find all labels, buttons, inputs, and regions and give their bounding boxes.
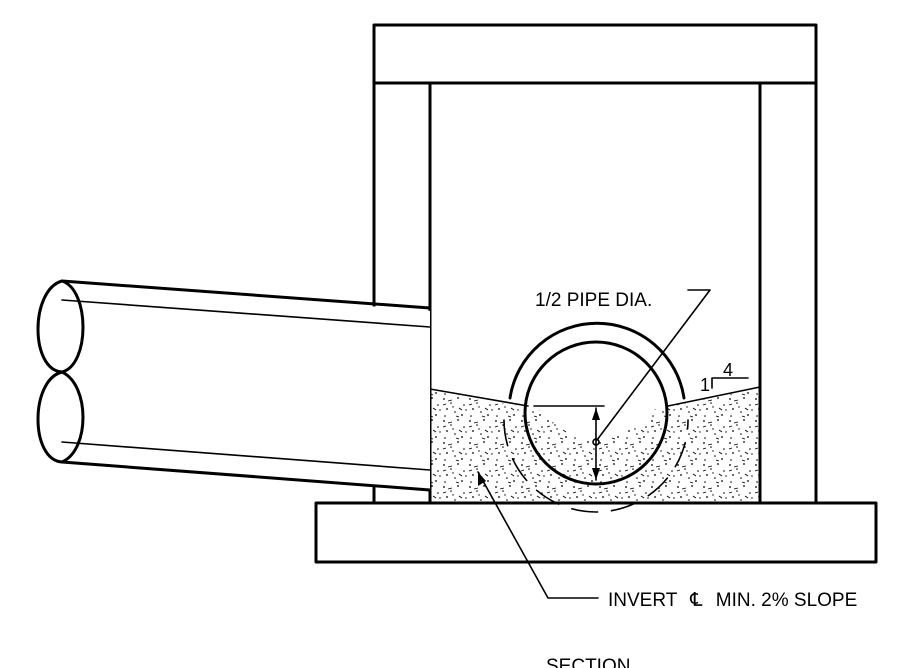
- outlet-pipe-circle: [523, 340, 669, 486]
- pipe-dia-leader: [596, 289, 711, 441]
- inlet-pipe-top: [60, 279, 432, 310]
- bench-slope-left: [429, 388, 529, 407]
- slope-triangle: [711, 377, 749, 389]
- dim-arrow-top: [592, 408, 600, 420]
- bench-slope-right: [667, 386, 761, 407]
- dim-arrow-bottom: [592, 468, 600, 480]
- inlet-pipe-top-inner: [61, 299, 431, 328]
- inlet-pipe-bottom: [60, 460, 432, 492]
- invert-leader-arrow: [478, 472, 486, 486]
- top-slab: [372, 23, 818, 85]
- channel-outer-arc: [508, 321, 686, 400]
- slope-rise-label: 1: [700, 375, 710, 395]
- dim-center-mark: [592, 438, 600, 446]
- slope-run-label: 4: [723, 360, 733, 380]
- invert-label: INVERT ℄ MIN. 2% SLOPE: [608, 590, 857, 611]
- inlet-pipe-bottom-inner: [61, 441, 431, 471]
- channel-dashed-arc: [503, 419, 689, 513]
- right-wall: [758, 81, 818, 505]
- section-title: SECTION: [546, 656, 630, 668]
- pipe-dia-label: 1/2 PIPE DIA.: [535, 290, 652, 311]
- inlet-pipe: [62, 281, 430, 490]
- invert-leader: [477, 471, 599, 599]
- inlet-pipe-break: [36, 279, 85, 464]
